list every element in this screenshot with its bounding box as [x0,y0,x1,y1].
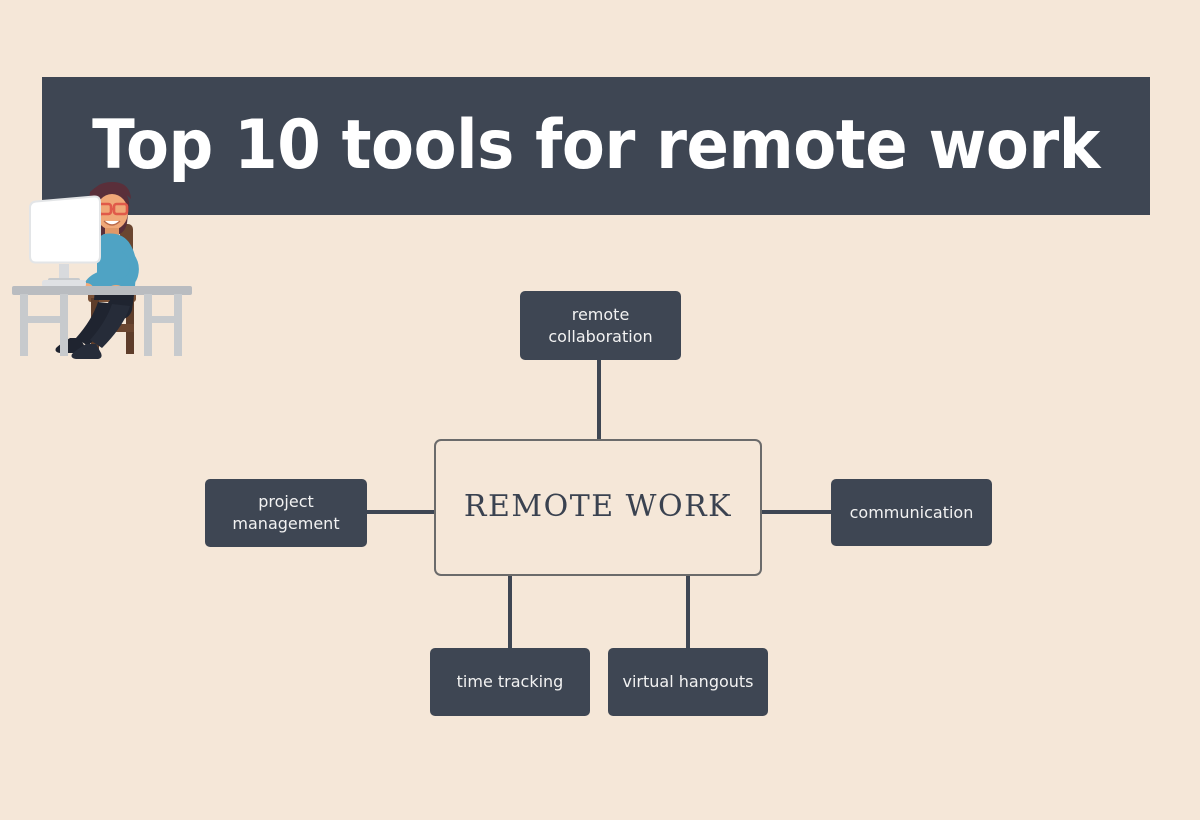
title-banner: Top 10 tools for remote work [42,77,1150,215]
page-title: Top 10 tools for remote work [92,106,1100,185]
mindmap-node-virtual-hangouts[interactable]: virtual hangouts [608,648,768,716]
connector-center-to-remote-collaboration [597,360,601,440]
connector-center-to-time-tracking [508,574,512,650]
connector-center-to-project-management [366,510,436,514]
mindmap-node-label: communication [849,502,974,522]
mindmap-node-time-tracking[interactable]: time tracking [430,648,590,716]
person-working-at-desk-illustration [12,168,192,360]
mindmap-center-node[interactable]: REMOTE WORK [434,439,762,576]
mindmap-center-label: REMOTE WORK [463,489,733,525]
mindmap-node-label: remote collaboration [548,304,653,346]
connector-center-to-communication [760,510,832,514]
mindmap-node-label: virtual hangouts [622,672,754,692]
connector-center-to-virtual-hangouts [686,574,690,650]
mindmap-node-label: project management [232,492,340,533]
mindmap-node-communication[interactable]: communication [831,479,992,546]
mindmap-node-remote-collaboration[interactable]: remote collaboration [520,291,681,360]
mindmap-node-label: time tracking [456,672,564,692]
mindmap-node-project-management[interactable]: project management [205,479,367,547]
